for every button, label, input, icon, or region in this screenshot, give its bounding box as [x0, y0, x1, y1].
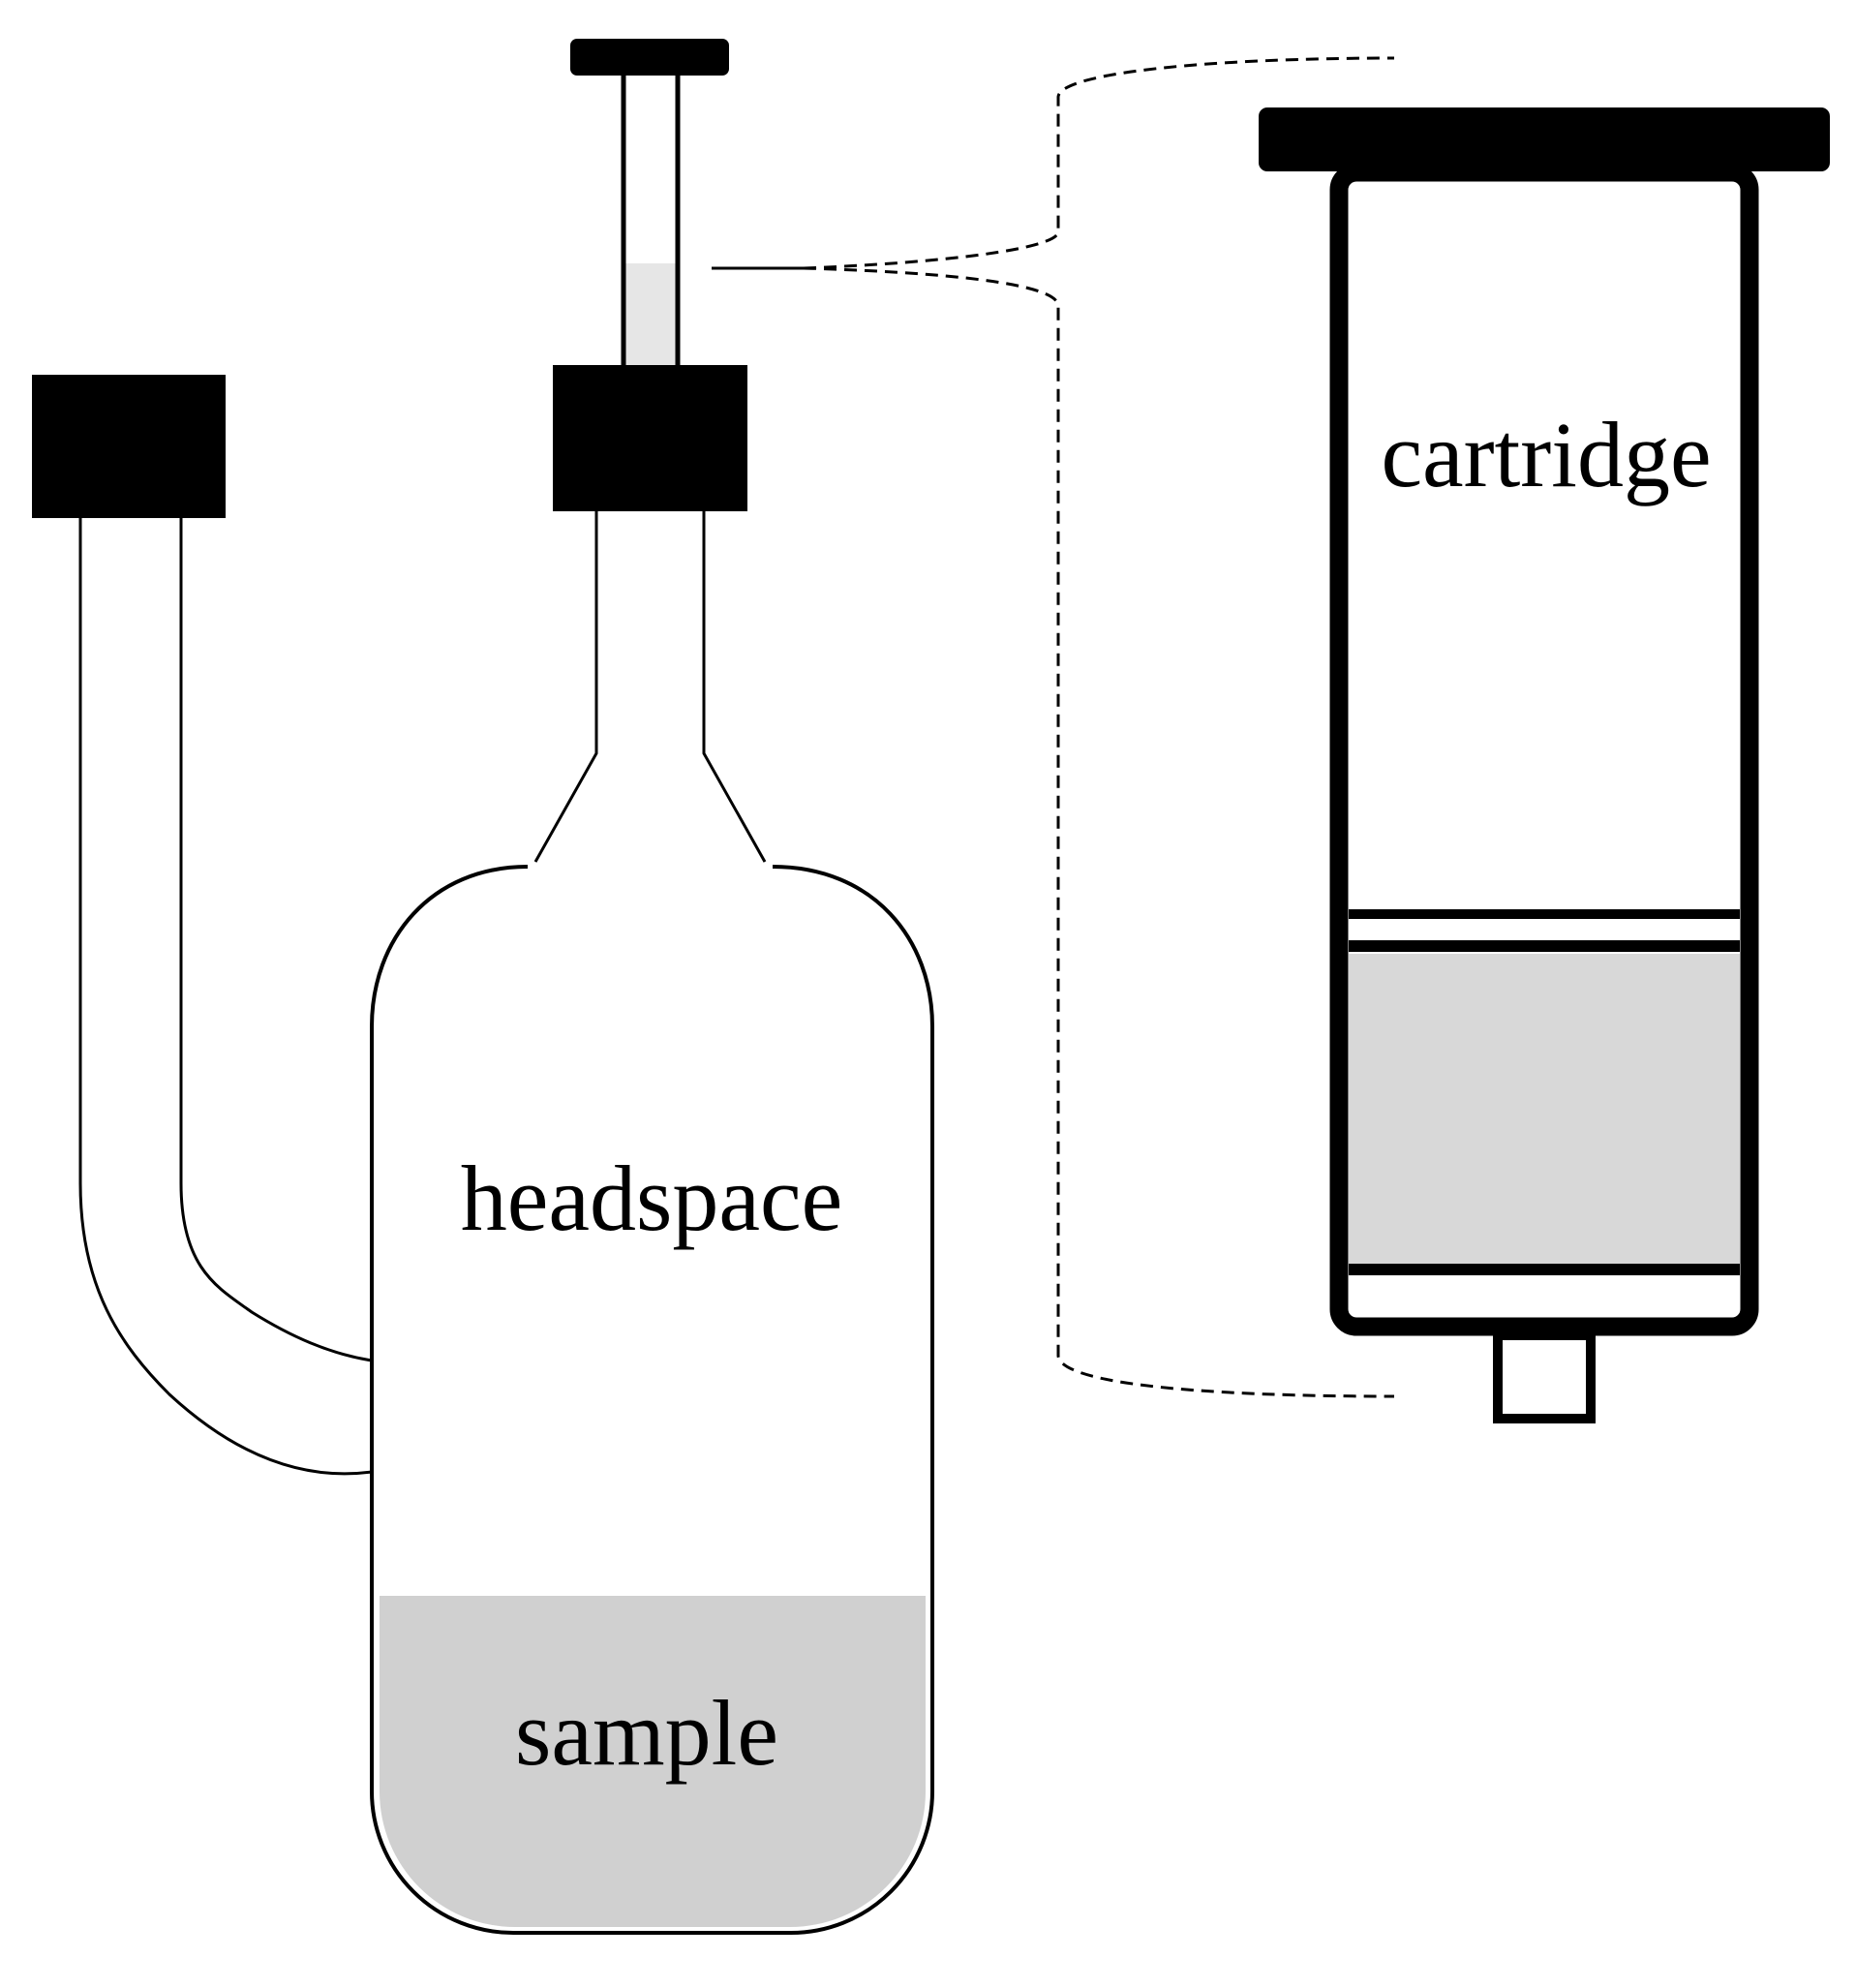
- inserted-cartridge-top-cap: [570, 39, 729, 76]
- side-arm-cap: [32, 375, 226, 518]
- zoom-callout: [712, 56, 1395, 1398]
- bottle-neck-left: [533, 511, 598, 863]
- inserted-cartridge-fill: [625, 263, 676, 365]
- cartridge-outlet-tip: [1493, 1330, 1596, 1423]
- sample-label: sample: [515, 1681, 778, 1785]
- bottle-body: [370, 865, 934, 1935]
- cartridge-sorbent-bed: [1349, 954, 1740, 1264]
- bottle-neck-right: [702, 511, 767, 863]
- cartridge-label: cartridge: [1381, 403, 1711, 506]
- side-arm-outer-wall: [78, 518, 373, 1476]
- side-arm: [32, 375, 373, 1476]
- bottle-cap: [553, 365, 747, 511]
- side-arm-inner-wall: [179, 518, 373, 1362]
- cartridge-detail: [1259, 107, 1830, 1423]
- inserted-cartridge: [570, 39, 729, 365]
- cartridge-top-flange: [1259, 107, 1830, 171]
- callout-bracket: [803, 56, 1395, 1398]
- headspace-label: headspace: [461, 1147, 842, 1250]
- bottle: [370, 365, 934, 1935]
- sample-liquid: [380, 1596, 926, 1927]
